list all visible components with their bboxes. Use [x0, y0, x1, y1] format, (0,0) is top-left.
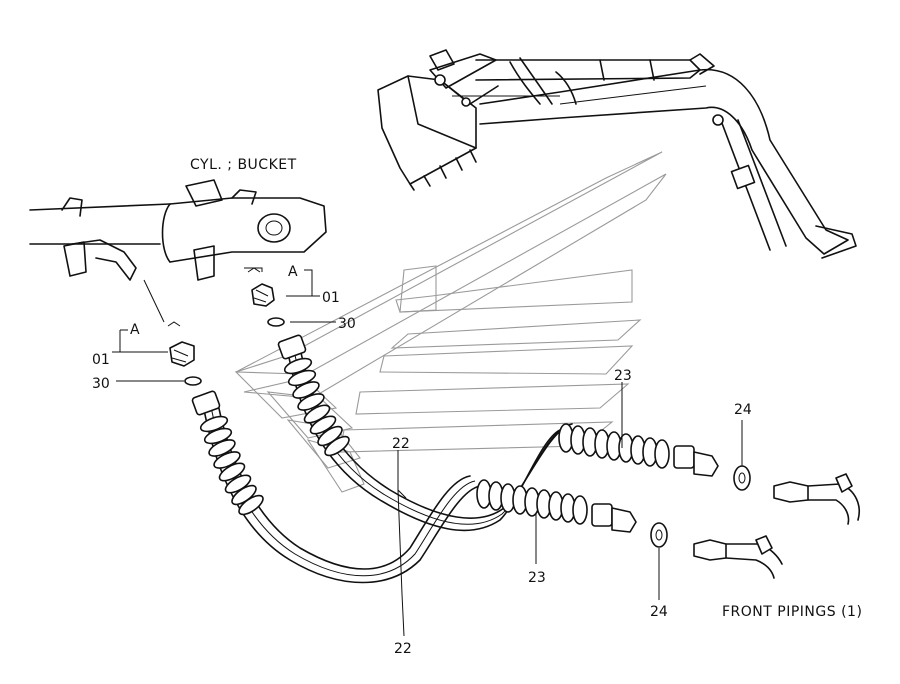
adapter-fitting-upper	[251, 283, 275, 307]
callout-30-lower: 30	[92, 376, 110, 392]
washer-lower	[650, 522, 668, 548]
diagram-title: CYL. ; BUCKET	[190, 157, 297, 173]
detail-ref-a-upper: A	[288, 264, 298, 280]
callout-22-upper: 22	[392, 436, 410, 452]
callout-01-lower: 01	[92, 352, 110, 368]
hose-23-upper	[558, 423, 719, 477]
washer-upper	[733, 465, 751, 491]
detail-ref-a-lower: A	[130, 322, 140, 338]
callout-24-upper: 24	[734, 402, 752, 418]
callout-23-upper: 23	[614, 368, 632, 384]
callout-24-lower: 24	[650, 604, 668, 620]
o-ring-upper	[267, 317, 285, 327]
bucket-cylinder-illustration	[29, 179, 327, 281]
adapter-fitting-lower	[169, 341, 195, 367]
hose-22-upper	[277, 334, 573, 532]
callout-22-lower: 22	[394, 641, 412, 657]
callout-23-lower: 23	[528, 570, 546, 586]
watermark-logo	[234, 151, 667, 493]
excavator-arm-illustration	[377, 49, 857, 259]
leader-lines	[112, 267, 743, 637]
callout-30-upper: 30	[338, 316, 356, 332]
o-ring-lower	[184, 376, 202, 386]
callout-01-upper: 01	[322, 290, 340, 306]
pipe-connection-upper	[773, 473, 860, 525]
diagram-caption: FRONT PIPINGS (1)	[722, 604, 862, 620]
hose-23-lower	[476, 479, 637, 533]
pipe-connection-lower	[693, 535, 783, 579]
hose-22-lower	[191, 390, 481, 584]
